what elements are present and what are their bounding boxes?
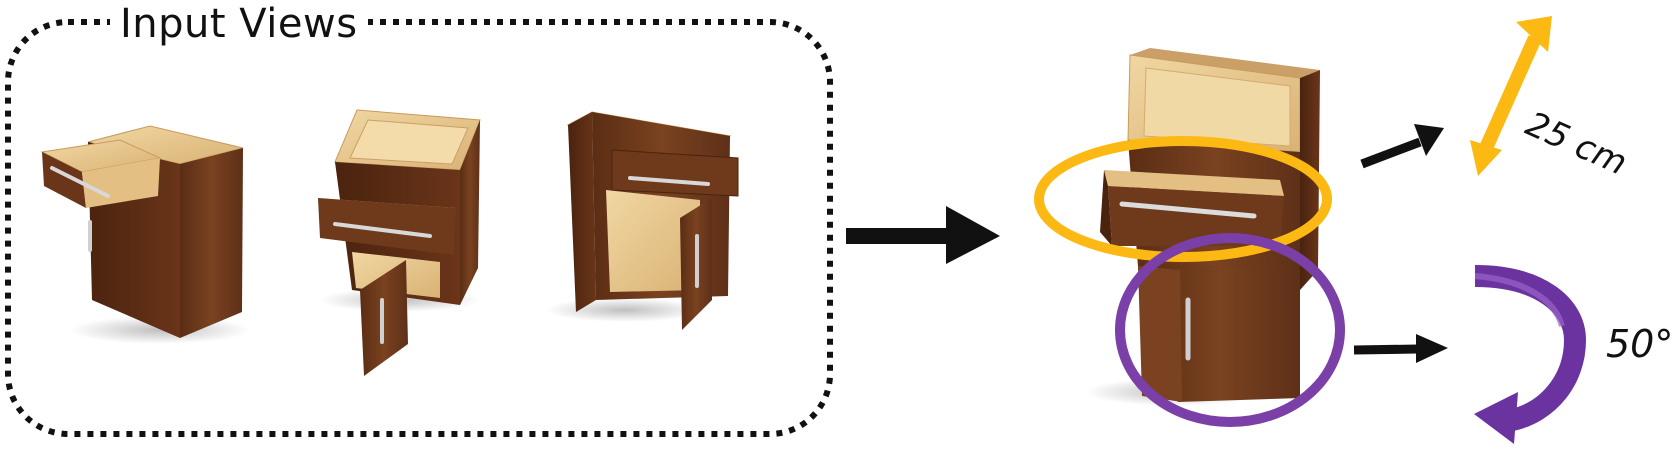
input-views-border [5, 19, 833, 437]
curved-rotation-arrow-icon [1474, 265, 1587, 444]
input-view-2-cabinet [318, 109, 481, 376]
drawer-to-length-arrow [1360, 124, 1444, 169]
door-to-rotation-arrow [1353, 334, 1448, 363]
input-view-3-cabinet [545, 111, 739, 330]
transform-arrow [846, 206, 1000, 264]
input-view-1-cabinet [40, 125, 250, 344]
input-views-title: Input Views [110, 0, 368, 48]
drawer-highlight-ellipse [1034, 136, 1332, 262]
door-highlight-ellipse [1115, 233, 1345, 427]
double-headed-arrow-icon [1470, 16, 1552, 176]
angle-measure-label: 50° [1606, 322, 1674, 366]
